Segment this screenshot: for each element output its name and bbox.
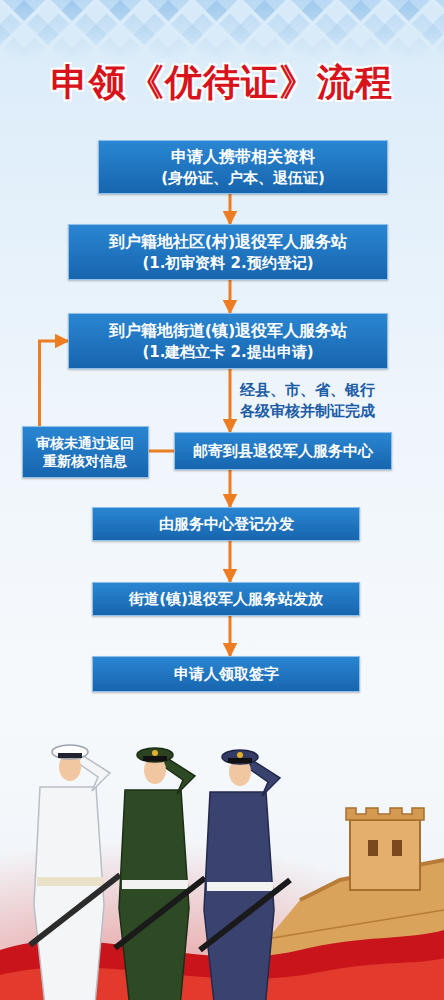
node-text: 到户籍地街道(镇)退役军人服务站 <box>109 320 348 342</box>
flow-arrow <box>229 280 232 313</box>
title: 申领《优待证》流程 <box>0 58 444 108</box>
army-soldier <box>115 748 205 1000</box>
node-text: 申请人领取签字 <box>174 664 279 684</box>
flow-arrow <box>229 194 232 224</box>
process-box: 到户籍地社区(村)退役军人服务站(1.初审资料 2.预约登记) <box>68 224 388 280</box>
node-text: (身份证、户本、退伍证) <box>161 168 325 188</box>
feedback-box: 审核未通过返回 重新核对信息 <box>22 426 149 478</box>
node-text: (1.初审资料 2.预约登记) <box>142 253 313 273</box>
process-box: 邮寄到县退役军人服务中心 <box>174 432 392 470</box>
air-force-soldier <box>200 750 290 1000</box>
node-text: 邮寄到县退役军人服务中心 <box>193 441 373 461</box>
node-text: 到户籍地社区(村)退役军人服务站 <box>109 231 348 253</box>
process-box: 由服务中心登记分发 <box>92 507 360 541</box>
flow-arrow <box>40 341 69 426</box>
flow-arrow <box>229 470 232 507</box>
process-box: 申请人领取签字 <box>92 656 360 692</box>
flow-arrow <box>229 541 232 582</box>
flow-arrow <box>149 450 175 453</box>
process-box: 申请人携带相关资料(身份证、户本、退伍证) <box>98 140 388 194</box>
diamond-band <box>0 0 444 60</box>
node-text: 街道(镇)退役军人服务站发放 <box>129 589 323 609</box>
node-text: 由服务中心登记分发 <box>159 514 294 534</box>
node-text: 审核未通过返回 重新核对信息 <box>36 434 135 470</box>
edge-label: 经县、市、省、银行 各级审核并制证完成 <box>240 380 384 421</box>
flow-arrow <box>229 369 232 432</box>
flow-arrow <box>229 616 232 656</box>
node-text: (1.建档立卡 2.提出申请) <box>142 342 313 362</box>
navy-soldier <box>30 745 120 1000</box>
process-box: 街道(镇)退役军人服务站发放 <box>92 582 360 616</box>
process-box: 到户籍地街道(镇)退役军人服务站(1.建档立卡 2.提出申请) <box>68 313 388 369</box>
node-text: 申请人携带相关资料 <box>171 146 315 168</box>
